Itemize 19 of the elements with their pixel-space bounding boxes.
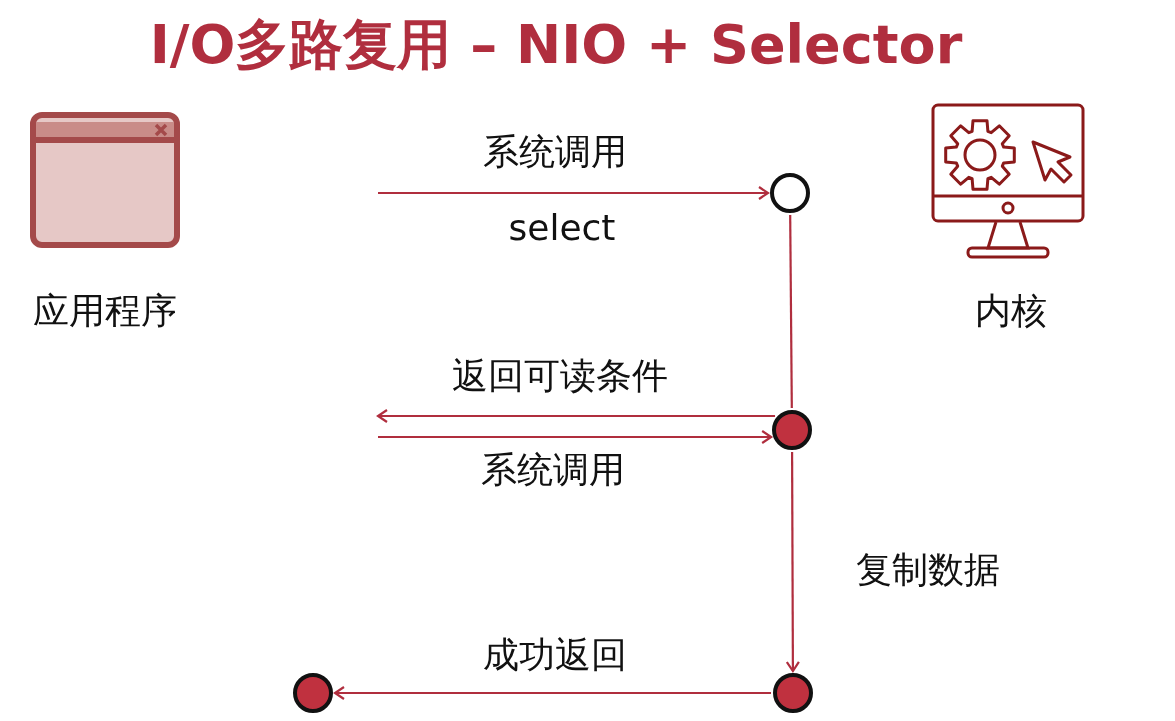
edge-label: 成功返回 [483, 634, 627, 676]
arrow [378, 185, 770, 201]
arrow [785, 452, 800, 673]
circle-marker [773, 673, 813, 713]
circle-marker [770, 173, 810, 213]
call-name: select [508, 207, 616, 249]
node-label: 内核 [975, 290, 1047, 332]
connector-line [789, 215, 793, 408]
arrow [376, 408, 776, 424]
arrow [378, 429, 773, 445]
circle-marker [772, 410, 812, 450]
title: I/O多路复用 – NIO + Selector [149, 13, 963, 77]
edge-label: 系统调用 [481, 449, 625, 491]
edge-label: 复制数据 [856, 549, 1000, 591]
node-label: 应用程序 [33, 290, 177, 332]
edge-label: 系统调用 [483, 131, 627, 173]
circle-marker [293, 673, 333, 713]
edge-label: 返回可读条件 [452, 355, 668, 397]
arrow [333, 685, 771, 701]
